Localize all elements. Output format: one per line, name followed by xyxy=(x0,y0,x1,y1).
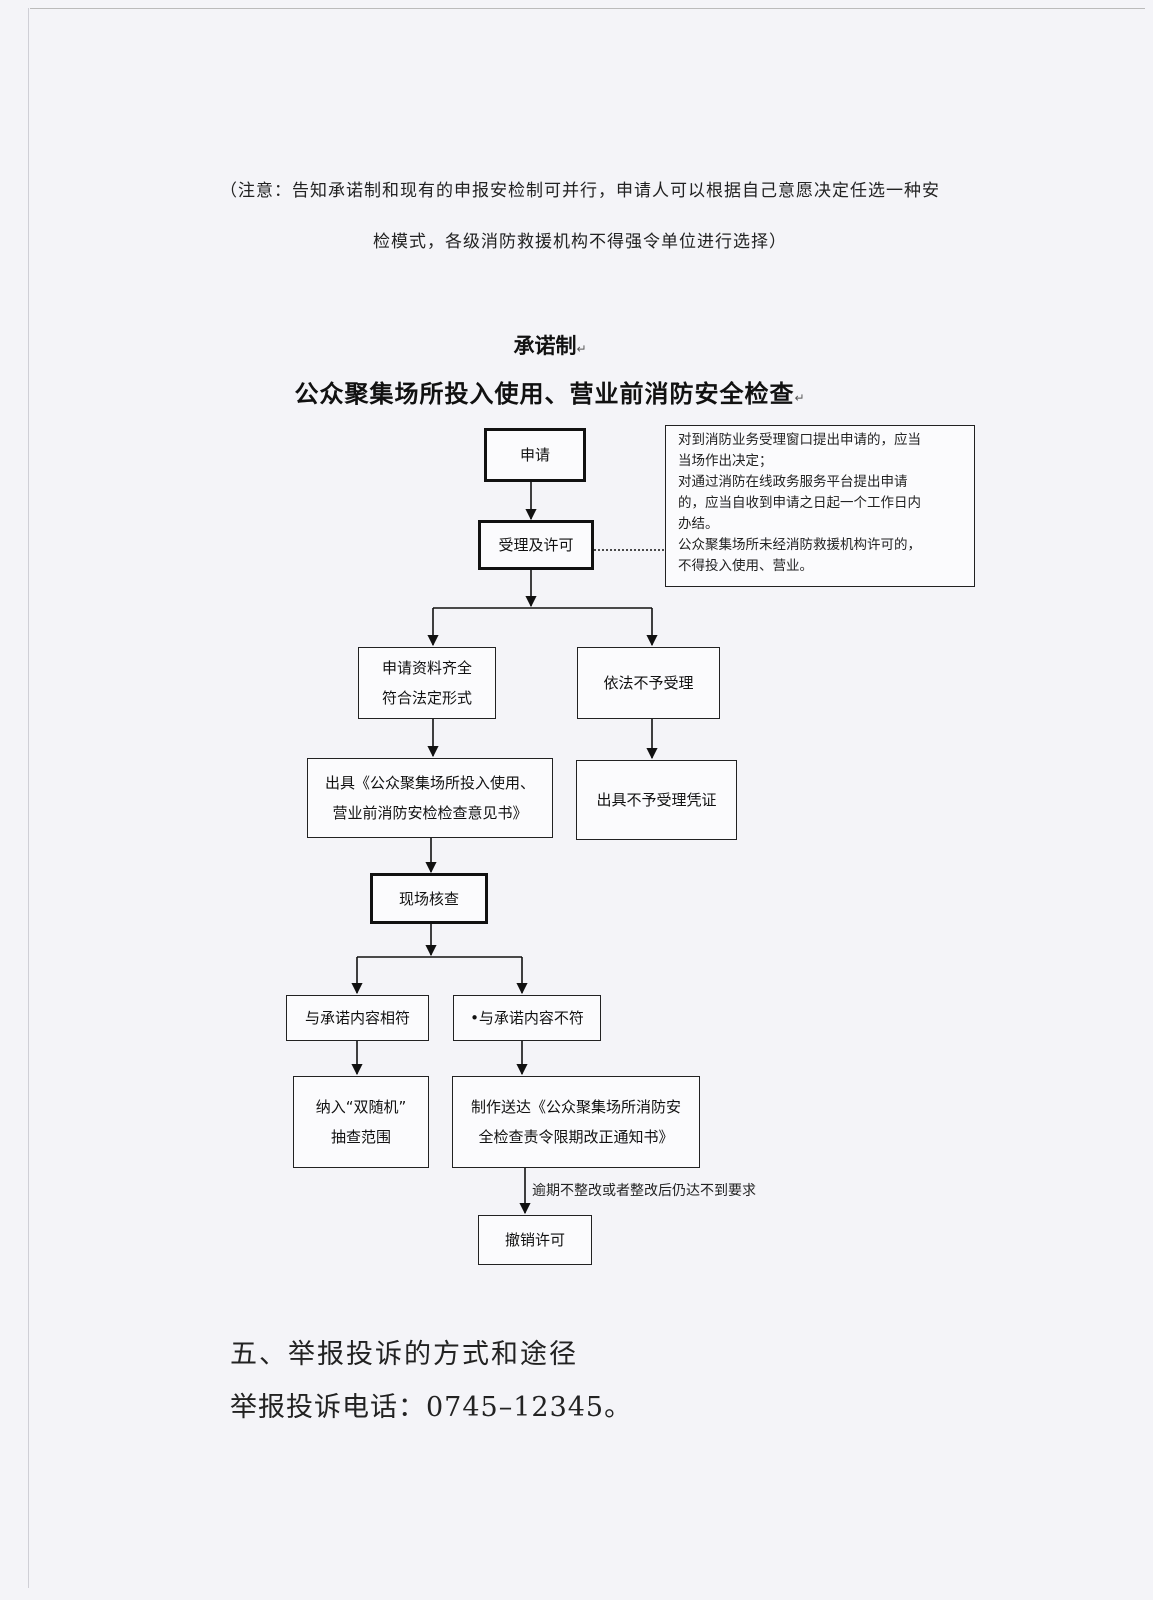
note-line: 当场作出决定； xyxy=(678,453,773,469)
step-random-check: 纳入“双随机” 抽查范围 xyxy=(293,1076,429,1168)
paragraph-mark: ↵ xyxy=(794,391,806,405)
step-complete-line-2: 符合法定形式 xyxy=(381,689,472,707)
step-issue-opinion-line-1: 出具《公众聚集场所投入使用、 xyxy=(324,774,535,792)
step-random-line-2: 抽查范围 xyxy=(330,1128,391,1146)
note-line: 不得投入使用、营业。 xyxy=(678,558,813,574)
step-match: 与承诺内容相符 xyxy=(286,995,429,1041)
step-issue-reject: 出具不予受理凭证 xyxy=(576,760,737,840)
step-complete-line-1: 申请资料齐全 xyxy=(381,659,472,677)
note-line: 的，应当自收到申请之日起一个工作日内 xyxy=(678,495,921,511)
step-mismatch-label: •与承诺内容不符 xyxy=(470,1009,584,1027)
step-notice-line-2: 全检查责令限期改正通知书》 xyxy=(478,1128,674,1146)
step-revoke: 撤销许可 xyxy=(478,1215,592,1265)
step-mismatch: •与承诺内容不符 xyxy=(453,995,601,1041)
step-reject: 依法不予受理 xyxy=(577,647,720,719)
step-issue-reject-label: 出具不予受理凭证 xyxy=(596,791,717,809)
step-notice-line-1: 制作送达《公众聚集场所消防安 xyxy=(470,1098,681,1116)
step-rectify-notice: 制作送达《公众聚集场所消防安 全检查责令限期改正通知书》 xyxy=(452,1076,700,1168)
step-onsite: 现场核查 xyxy=(370,873,488,924)
note-line: 办结。 xyxy=(678,516,719,532)
overdue-note: 逾期不整改或者整改后仍达不到要求 xyxy=(532,1183,756,1199)
complaint-phone: 举报投诉电话：0745–12345。 xyxy=(230,1392,633,1423)
step-onsite-label: 现场核查 xyxy=(398,889,459,908)
step-issue-opinion-line-2: 营业前消防安检检查意见书》 xyxy=(332,804,528,822)
note-line: 对通过消防在线政务服务平台提出申请 xyxy=(678,474,908,490)
flowchart-subtitle: 公众聚集场所投入使用、营业前消防安全检查↵ xyxy=(150,374,950,409)
left-border xyxy=(28,8,29,1588)
notice-line-1: （注意：告知承诺制和现有的申报安检制可并行，申请人可以根据自己意愿决定任选一种安 xyxy=(220,181,940,201)
step-random-line-1: 纳入“双随机” xyxy=(315,1098,407,1116)
step-match-label: 与承诺内容相符 xyxy=(304,1009,410,1027)
flowchart-subtitle-text: 公众聚集场所投入使用、营业前消防安全检查 xyxy=(294,380,795,408)
step-apply-label: 申请 xyxy=(519,446,550,464)
top-border xyxy=(30,8,1145,9)
flowchart-title: 承诺制↵ xyxy=(380,330,720,360)
step-accept-label: 受理及许可 xyxy=(498,536,574,554)
step-accept: 受理及许可 xyxy=(478,520,594,570)
note-line: 对到消防业务受理窗口提出申请的，应当 xyxy=(678,432,921,448)
acceptance-note: 对到消防业务受理窗口提出申请的，应当 当场作出决定； 对通过消防在线政务服务平台… xyxy=(665,425,975,587)
step-apply: 申请 xyxy=(484,428,586,482)
note-line: 公众聚集场所未经消防救援机构许可的， xyxy=(678,537,921,553)
step-issue-opinion: 出具《公众聚集场所投入使用、 营业前消防安检检查意见书》 xyxy=(307,758,553,838)
step-reject-label: 依法不予受理 xyxy=(603,674,694,692)
step-complete: 申请资料齐全 符合法定形式 xyxy=(358,647,496,719)
step-revoke-label: 撤销许可 xyxy=(504,1231,565,1249)
notice-line-2: 检模式，各级消防救援机构不得强令单位进行选择） xyxy=(373,232,787,252)
section-5-title: 五、举报投诉的方式和途径 xyxy=(230,1339,578,1370)
flowchart-title-text: 承诺制 xyxy=(513,334,577,358)
paragraph-mark: ↵ xyxy=(576,342,587,356)
